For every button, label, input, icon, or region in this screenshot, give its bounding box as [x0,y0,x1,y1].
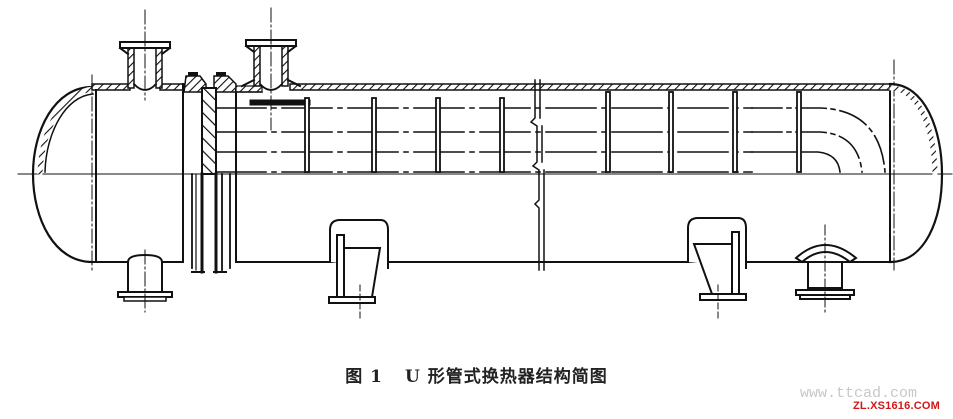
right-elliptical-head [888,59,944,271]
saddle-support-right [687,217,747,319]
impingement-plate [249,99,311,106]
nozzle-bottom-left [117,249,173,313]
figure-number: 图 1 [345,367,383,387]
tubesheet-assembly [183,72,237,274]
nozzle-top-left [118,9,172,101]
u-tubes [215,107,886,173]
baffles [304,91,802,173]
figure-caption: 图 1 U 形管式换热器结构简图 [0,362,953,387]
left-elliptical-head [31,74,96,273]
break-symbol [529,79,545,271]
channel-top-wall [91,83,185,263]
watermark-ttcad: www.ttcad.com [800,385,918,402]
nozzle-bottom-right [794,224,858,316]
watermark-xs1616: ZL.XS1616.COM [853,400,940,412]
nozzle-top-shell [240,7,302,131]
heat-exchanger-drawing [17,7,953,319]
saddle-support-left [328,219,389,319]
figure-title: U 形管式换热器结构简图 [405,367,608,387]
